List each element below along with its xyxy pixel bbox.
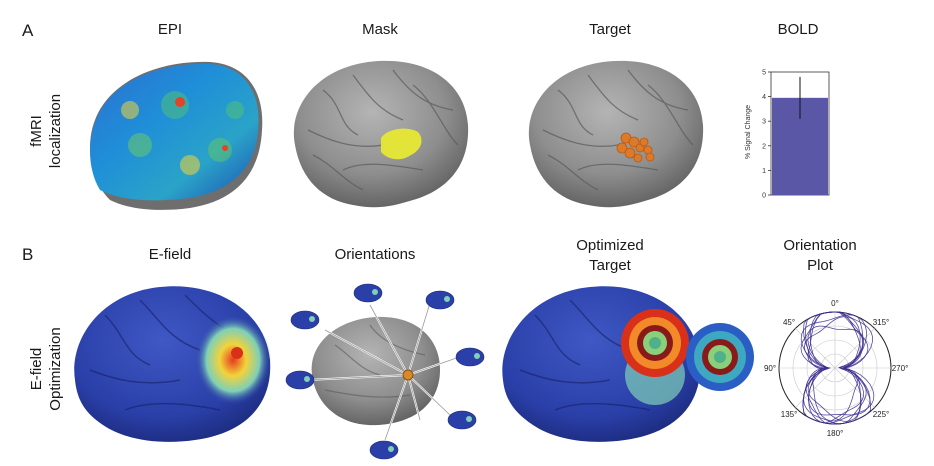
bold-ytick-label: 0 (762, 193, 766, 200)
bold-ytick-label: 1 (762, 168, 766, 175)
polar-angle-label: 270° (892, 364, 909, 373)
title-bold: BOLD (777, 21, 819, 38)
bold-ytick-label: 2 (762, 143, 766, 150)
polar-angle-label: 45° (783, 318, 795, 327)
title-optimized-line2: Target (589, 257, 631, 274)
title-optimized-line1: Optimized (576, 237, 644, 254)
polar-angle-labels: 0° 45° 90° 135° 180° 225° 270° 315° (764, 299, 908, 438)
row-label-a-line1: fMRI (28, 115, 45, 147)
row-label-b-line1: E-field (28, 347, 45, 391)
title-orientation-plot: Orientation Plot (770, 236, 870, 276)
orientation-polar-plot: 0° 45° 90° 135° 180° 225° 270° 315° (764, 299, 908, 438)
epi-brain-image (90, 61, 263, 210)
polar-angle-label: 0° (831, 299, 839, 308)
row-label-b: E-field Optimization (27, 309, 65, 429)
mask-region (381, 128, 422, 160)
polar-angle-label: 90° (764, 364, 776, 373)
panel-letter-a: A (22, 21, 34, 40)
polar-trace (802, 311, 869, 424)
polar-angle-label: 315° (873, 318, 890, 327)
title-efield: E-field (148, 246, 192, 263)
title-optimized-target: Optimized Target (560, 236, 660, 276)
panel-letter-b: B (22, 245, 34, 264)
bold-ylabel: % Signal Change (745, 105, 752, 159)
title-orientation-plot-line2: Plot (807, 257, 833, 274)
mask-brain-image (293, 60, 469, 208)
polar-angle-label: 135° (781, 410, 798, 419)
polar-angle-label: 180° (827, 429, 844, 438)
optimized-target-image (502, 286, 754, 442)
title-mask: Mask (362, 21, 398, 38)
polar-series (800, 311, 875, 425)
row-label-a-line2: localization (47, 93, 64, 169)
row-label-b-line2: Optimization (47, 327, 64, 411)
bold-ytick-label: 5 (762, 70, 766, 77)
title-orientations: Orientations (334, 246, 416, 263)
title-orientation-plot-line1: Orientation (783, 237, 857, 254)
row-label-a: fMRI localization (27, 71, 65, 191)
bold-ytick-label: 3 (762, 119, 766, 126)
target-region (616, 132, 655, 163)
coil-left (621, 309, 689, 377)
target-brain-image (528, 60, 704, 208)
efield-brain-image (74, 286, 271, 442)
polar-angle-label: 225° (873, 410, 890, 419)
coil-right (686, 323, 754, 391)
bold-ytick-label: 4 (762, 94, 766, 101)
title-target: Target (589, 21, 631, 38)
polar-trace (802, 311, 873, 425)
bold-bar-chart: % Signal Change 0 1 2 3 4 5 (745, 70, 830, 200)
orientations-diagram (285, 283, 485, 460)
title-epi: EPI (157, 21, 183, 38)
